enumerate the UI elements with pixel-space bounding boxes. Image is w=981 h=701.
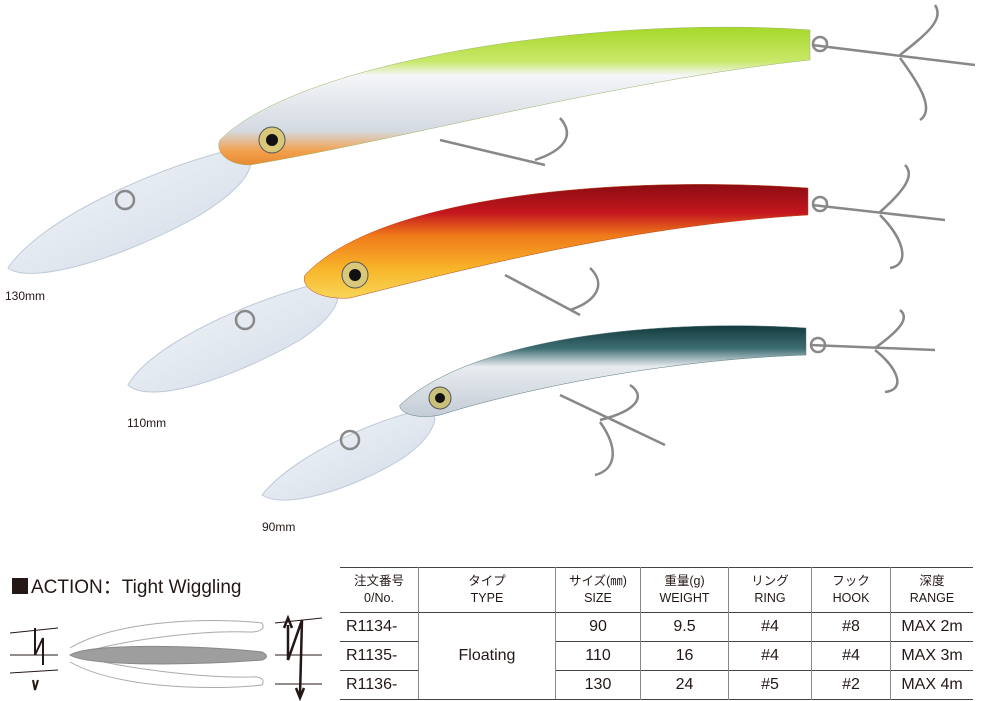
cell-hook: #4 xyxy=(811,641,891,671)
cell-weight: 24 xyxy=(640,670,729,700)
cell-range: MAX 2m xyxy=(890,612,973,642)
hook-icon xyxy=(234,164,946,331)
cell-hook: #2 xyxy=(811,670,891,700)
table-row: R1134- Floating 90 9.5 #4 #8 MAX 2m xyxy=(340,612,973,700)
square-bullet-icon xyxy=(12,577,28,594)
cell-ring: #4 xyxy=(728,612,812,642)
size-label-130mm: 130mm xyxy=(5,289,46,303)
hook-icon xyxy=(114,4,976,211)
cell-weight: 16 xyxy=(640,641,729,671)
lure-lip xyxy=(261,409,436,501)
cell-size: 130 xyxy=(555,670,641,700)
cell-ring: #4 xyxy=(728,641,812,671)
cell-range: MAX 4m xyxy=(890,670,973,700)
size-label-110mm: 110mm xyxy=(127,416,167,430)
lure-body xyxy=(399,325,807,417)
lure-130mm xyxy=(7,4,976,274)
lure-lip xyxy=(7,149,252,274)
header-weight: 重量(g)WEIGHT xyxy=(640,567,729,613)
cell-size: 110 xyxy=(555,641,641,671)
cell-size: 90 xyxy=(555,612,641,642)
lure-90mm xyxy=(261,309,936,501)
action-label: ACTION：Tight Wiggling xyxy=(31,577,242,598)
action-heading: ACTION：Tight Wiggling xyxy=(12,572,241,599)
lure-110mm xyxy=(127,164,946,393)
table-row: R1135- 110 16 #4 #4 MAX 3m xyxy=(340,641,973,671)
cell-no: R1136- xyxy=(346,676,398,693)
header-size: サイズ(㎜)SIZE xyxy=(555,567,641,613)
lure-body xyxy=(303,184,809,299)
cell-ring: #5 xyxy=(728,670,812,700)
lure-lip xyxy=(127,282,339,393)
cell-no: R1134- xyxy=(346,618,398,635)
table-row: R1136- 130 24 #5 #2 MAX 4m xyxy=(340,670,973,700)
cell-no: R1135- xyxy=(346,647,398,664)
lure-body xyxy=(218,26,811,166)
cell-type: Floating xyxy=(418,612,556,700)
cell-hook: #8 xyxy=(811,612,891,642)
size-label-90mm: 90mm xyxy=(262,520,296,534)
hook-icon xyxy=(339,309,936,477)
action-diagram xyxy=(9,614,323,701)
cell-range: MAX 3m xyxy=(890,641,973,671)
cell-weight: 9.5 xyxy=(640,612,729,642)
